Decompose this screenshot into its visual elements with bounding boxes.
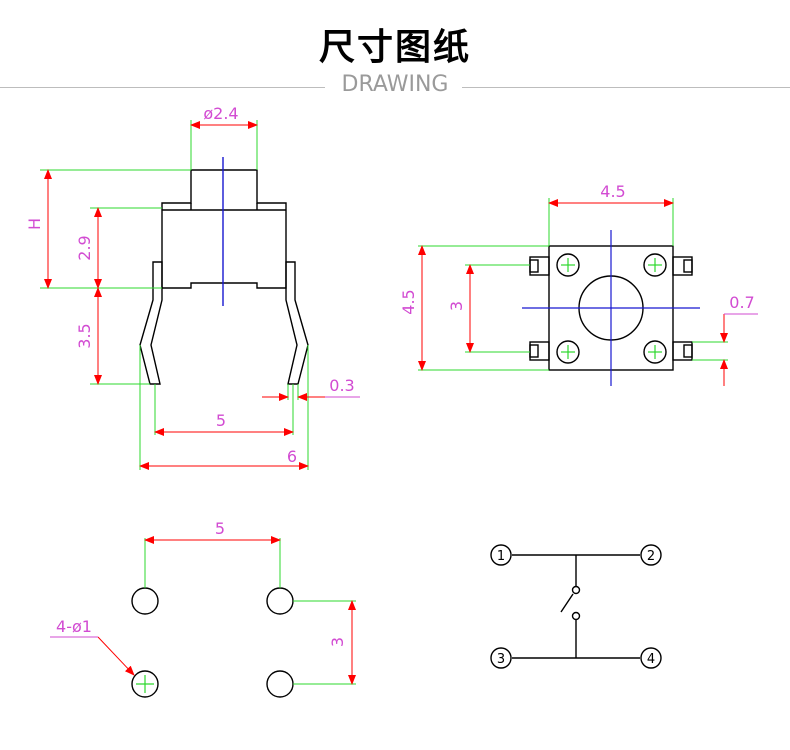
dim-top-diameter: ø2.4 <box>203 104 238 123</box>
pin-4-label: 4 <box>647 652 655 667</box>
dim-lead-thickness: 0.3 <box>329 376 354 395</box>
hole-top-left <box>131 587 159 615</box>
pin-4-marker <box>640 647 662 669</box>
left-leg <box>139 261 163 385</box>
hole-bottom-left <box>131 670 159 698</box>
dim-lead-width: 0.7 <box>729 293 754 312</box>
dim-hole-size: 4-ø1 <box>56 617 92 636</box>
dim-overall-width: 6 <box>287 447 297 466</box>
dim-total-height: H <box>25 218 44 230</box>
pin-3-marker <box>490 647 512 669</box>
schematic <box>490 544 662 669</box>
side-view <box>40 120 360 470</box>
pin-3-label: 3 <box>497 652 505 667</box>
page-title: 尺寸图纸 <box>318 27 471 68</box>
side-body-outline <box>161 169 287 289</box>
dim-pin-spacing: 3 <box>447 301 466 311</box>
dim-body-height: 2.9 <box>75 235 94 260</box>
pin-1-marker <box>490 544 512 566</box>
divider-left <box>0 87 325 88</box>
dim-leg-pitch: 5 <box>216 411 226 430</box>
dim-leg-height: 3.5 <box>75 323 94 348</box>
hole-bottom-right <box>266 670 294 698</box>
dim-hole-pitch: 5 <box>215 519 225 538</box>
dim-top-height: 4.5 <box>399 289 418 314</box>
top-view <box>418 198 758 386</box>
footprint-view <box>50 536 356 698</box>
pin-2-marker <box>640 544 662 566</box>
subtitle-block: DRAWING <box>0 72 790 104</box>
right-leg <box>285 261 309 385</box>
dim-hole-row: 3 <box>328 637 347 647</box>
dim-top-width: 4.5 <box>600 182 625 201</box>
page-subtitle: DRAWING <box>341 72 449 97</box>
hole-top-right <box>266 587 294 615</box>
pin-2-label: 2 <box>647 549 655 564</box>
pin-1-label: 1 <box>497 549 505 564</box>
divider-right <box>462 87 790 88</box>
